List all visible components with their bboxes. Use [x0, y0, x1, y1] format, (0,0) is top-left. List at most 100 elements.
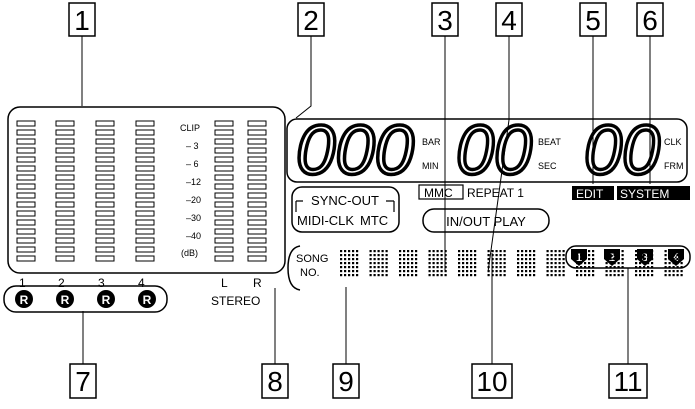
callout-1-label: 1 — [74, 5, 90, 36]
dot — [352, 254, 355, 257]
dot — [668, 254, 671, 257]
meter-segment — [95, 219, 115, 226]
dot — [474, 274, 477, 277]
sync-bracket — [295, 200, 395, 212]
meter-segment — [135, 138, 155, 145]
locator-shield — [571, 249, 587, 266]
dot — [592, 250, 595, 253]
dot — [440, 266, 443, 269]
dot — [432, 258, 435, 261]
dot — [592, 266, 595, 269]
dot — [521, 254, 524, 257]
dot — [474, 254, 477, 257]
dot — [440, 254, 443, 257]
mmc-frame — [418, 184, 464, 200]
dot — [562, 262, 565, 265]
sync-out-label: SYNC-OUT — [311, 193, 379, 208]
dot — [588, 250, 591, 253]
meter-segment — [16, 201, 36, 208]
dot — [348, 254, 351, 257]
dot — [491, 262, 494, 265]
dot — [340, 274, 343, 277]
dot — [651, 262, 654, 265]
dot — [521, 262, 524, 265]
dot — [474, 262, 477, 265]
track-label: 2 — [58, 276, 65, 290]
dot-matrix-char — [576, 250, 595, 277]
meter-segment — [247, 138, 267, 145]
dot — [385, 274, 388, 277]
dot — [491, 266, 494, 269]
meter-segment — [16, 237, 36, 244]
dot — [584, 258, 587, 261]
dot — [356, 250, 359, 253]
dot — [356, 266, 359, 269]
dot — [609, 270, 612, 273]
dot — [521, 266, 524, 269]
beat-label: BEAT — [538, 137, 561, 147]
dot — [352, 266, 355, 269]
dot — [381, 270, 384, 273]
dot — [495, 258, 498, 261]
dot — [592, 270, 595, 273]
dot — [664, 262, 667, 265]
dot — [474, 266, 477, 269]
dot — [495, 270, 498, 273]
dot — [580, 266, 583, 269]
dot — [554, 274, 557, 277]
meter-segment — [135, 201, 155, 208]
meter-segment — [55, 219, 75, 226]
meter-segment — [247, 228, 267, 235]
dot — [613, 266, 616, 269]
dot — [680, 266, 683, 269]
dot — [369, 266, 372, 269]
dot — [415, 258, 418, 261]
callout-8: 8 — [261, 363, 289, 399]
dot — [672, 274, 675, 277]
dot — [340, 254, 343, 257]
edit-badge — [572, 186, 614, 200]
dot — [381, 258, 384, 261]
record-dot — [138, 290, 156, 308]
dot — [558, 250, 561, 253]
dot — [584, 274, 587, 277]
meter-segment — [247, 147, 267, 154]
dot — [487, 262, 490, 265]
dot — [499, 274, 502, 277]
dot — [580, 258, 583, 261]
dot — [668, 258, 671, 261]
dot — [584, 266, 587, 269]
dot — [340, 270, 343, 273]
dot — [499, 262, 502, 265]
dot — [525, 270, 528, 273]
dot — [470, 274, 473, 277]
dot — [613, 270, 616, 273]
dot — [491, 250, 494, 253]
dot — [592, 254, 595, 257]
dot — [411, 270, 414, 273]
in-out-play-panel: IN/OUT PLAY — [422, 208, 550, 233]
dot — [474, 258, 477, 261]
locator-shield — [637, 249, 653, 266]
meter-segment — [135, 219, 155, 226]
dot — [369, 274, 372, 277]
dot-matrix-char — [428, 250, 447, 277]
dot — [562, 270, 565, 273]
midi-clk-label: MIDI-CLK — [297, 213, 354, 228]
meter-segment — [16, 174, 36, 181]
callout-7-label: 7 — [75, 366, 91, 397]
dot — [348, 274, 351, 277]
dot — [617, 258, 620, 261]
meter-segment — [95, 174, 115, 181]
meter-segment — [135, 156, 155, 163]
dot — [462, 266, 465, 269]
min-label: MIN — [422, 161, 439, 171]
record-letter: R — [61, 293, 70, 307]
dot — [680, 270, 683, 273]
meter-segment — [214, 228, 234, 235]
mtc-label: MTC — [360, 213, 388, 228]
dot — [517, 254, 520, 257]
dot — [466, 258, 469, 261]
dot — [546, 250, 549, 253]
